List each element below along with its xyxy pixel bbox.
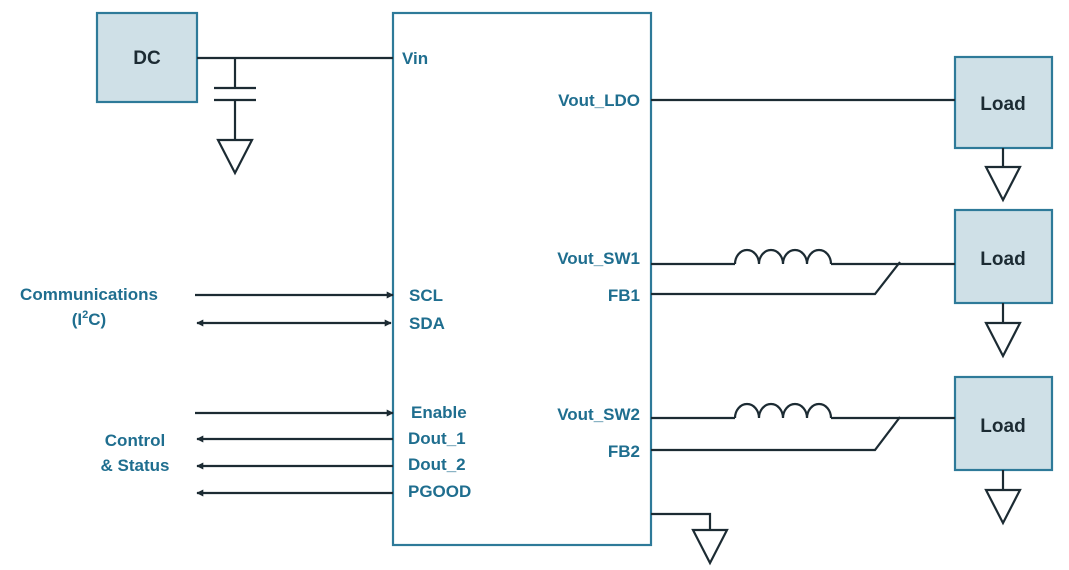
- pin-label-dout2: Dout_2: [408, 455, 466, 474]
- ground-symbol-chip: [691, 528, 729, 566]
- pin-label-pgood: PGOOD: [408, 482, 471, 501]
- ground-symbol-load-1: [984, 165, 1022, 203]
- pmic-chip-block: [391, 11, 653, 547]
- communications-label: Communications: [20, 285, 158, 304]
- dc-source-label: DC: [133, 48, 161, 69]
- load-block-2: [953, 208, 1054, 305]
- status-label: & Status: [101, 456, 170, 475]
- load-label-3: Load: [980, 416, 1025, 437]
- pin-label-enable: Enable: [411, 403, 467, 422]
- load-label-2: Load: [980, 249, 1025, 270]
- load-block-1: [953, 55, 1054, 150]
- pin-label-vin: Vin: [402, 49, 428, 68]
- pin-label-vout-ldo: Vout_LDO: [558, 91, 640, 110]
- dc-source-block: [95, 11, 199, 104]
- chip-ground-wire: [651, 512, 712, 530]
- pin-label-sda: SDA: [409, 314, 445, 333]
- load-label-1: Load: [980, 94, 1025, 115]
- ground-symbol-load-2: [984, 321, 1022, 359]
- pin-label-fb1: FB1: [608, 286, 640, 305]
- inductor-sw1: [733, 248, 833, 265]
- pin-label-scl: SCL: [409, 286, 443, 305]
- inductor-sw2: [733, 402, 833, 419]
- communications-i2c-label: (I2C): [72, 309, 106, 329]
- fb1-wire: [651, 261, 901, 296]
- pin-label-vout-sw1: Vout_SW1: [557, 249, 640, 268]
- ground-symbol-input-cap: [216, 138, 254, 176]
- control-label: Control: [105, 431, 165, 450]
- pin-label-fb2: FB2: [608, 442, 640, 461]
- load-block-3: [953, 375, 1054, 472]
- pin-label-dout1: Dout_1: [408, 429, 466, 448]
- fb2-wire: [651, 416, 901, 452]
- pin-label-vout-sw2: Vout_SW2: [557, 405, 640, 424]
- ground-symbol-load-3: [984, 488, 1022, 526]
